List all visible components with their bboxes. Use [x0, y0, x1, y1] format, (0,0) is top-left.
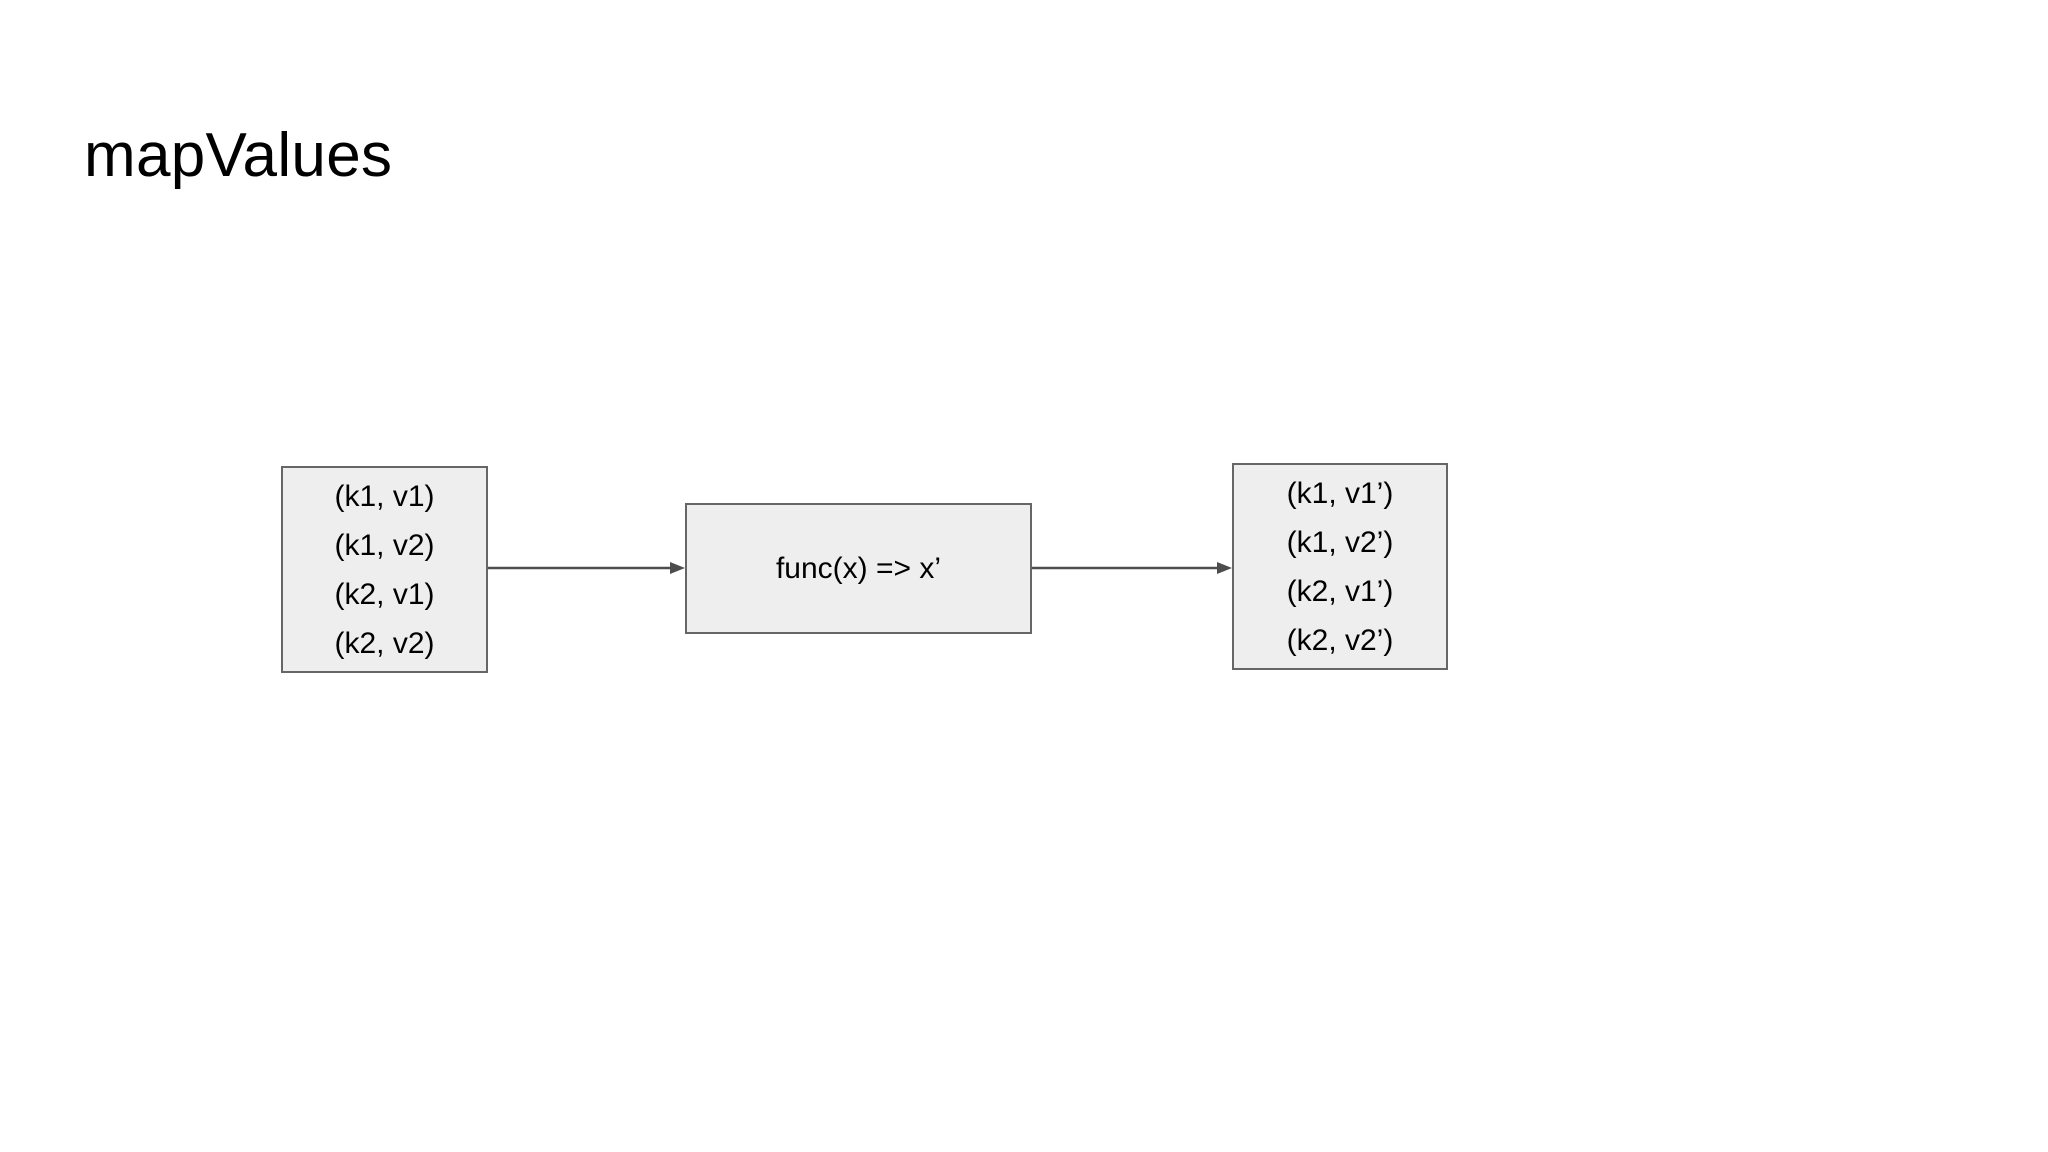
output-pair-row: (k2, v1’) — [1286, 574, 1394, 608]
transform-function-box: func(x) => x’ — [685, 503, 1032, 634]
output-pair-row: (k2, v2’) — [1286, 623, 1394, 657]
arrow-function-to-output-icon — [1032, 562, 1232, 574]
input-pair-row: (k1, v2) — [334, 528, 435, 562]
output-pairs-box: (k1, v1’) (k1, v2’) (k2, v1’) (k2, v2’) — [1232, 463, 1448, 670]
page-title: mapValues — [84, 121, 393, 190]
input-pair-row: (k2, v1) — [334, 577, 435, 611]
arrow-input-to-function-icon — [488, 562, 685, 574]
transform-function-label: func(x) => x’ — [775, 552, 942, 585]
output-pair-row: (k1, v1’) — [1286, 476, 1394, 510]
output-pair-row: (k1, v2’) — [1286, 525, 1394, 559]
input-pairs-box: (k1, v1) (k1, v2) (k2, v1) (k2, v2) — [281, 466, 488, 673]
input-pair-row: (k1, v1) — [334, 479, 435, 513]
input-pair-row: (k2, v2) — [334, 626, 435, 660]
